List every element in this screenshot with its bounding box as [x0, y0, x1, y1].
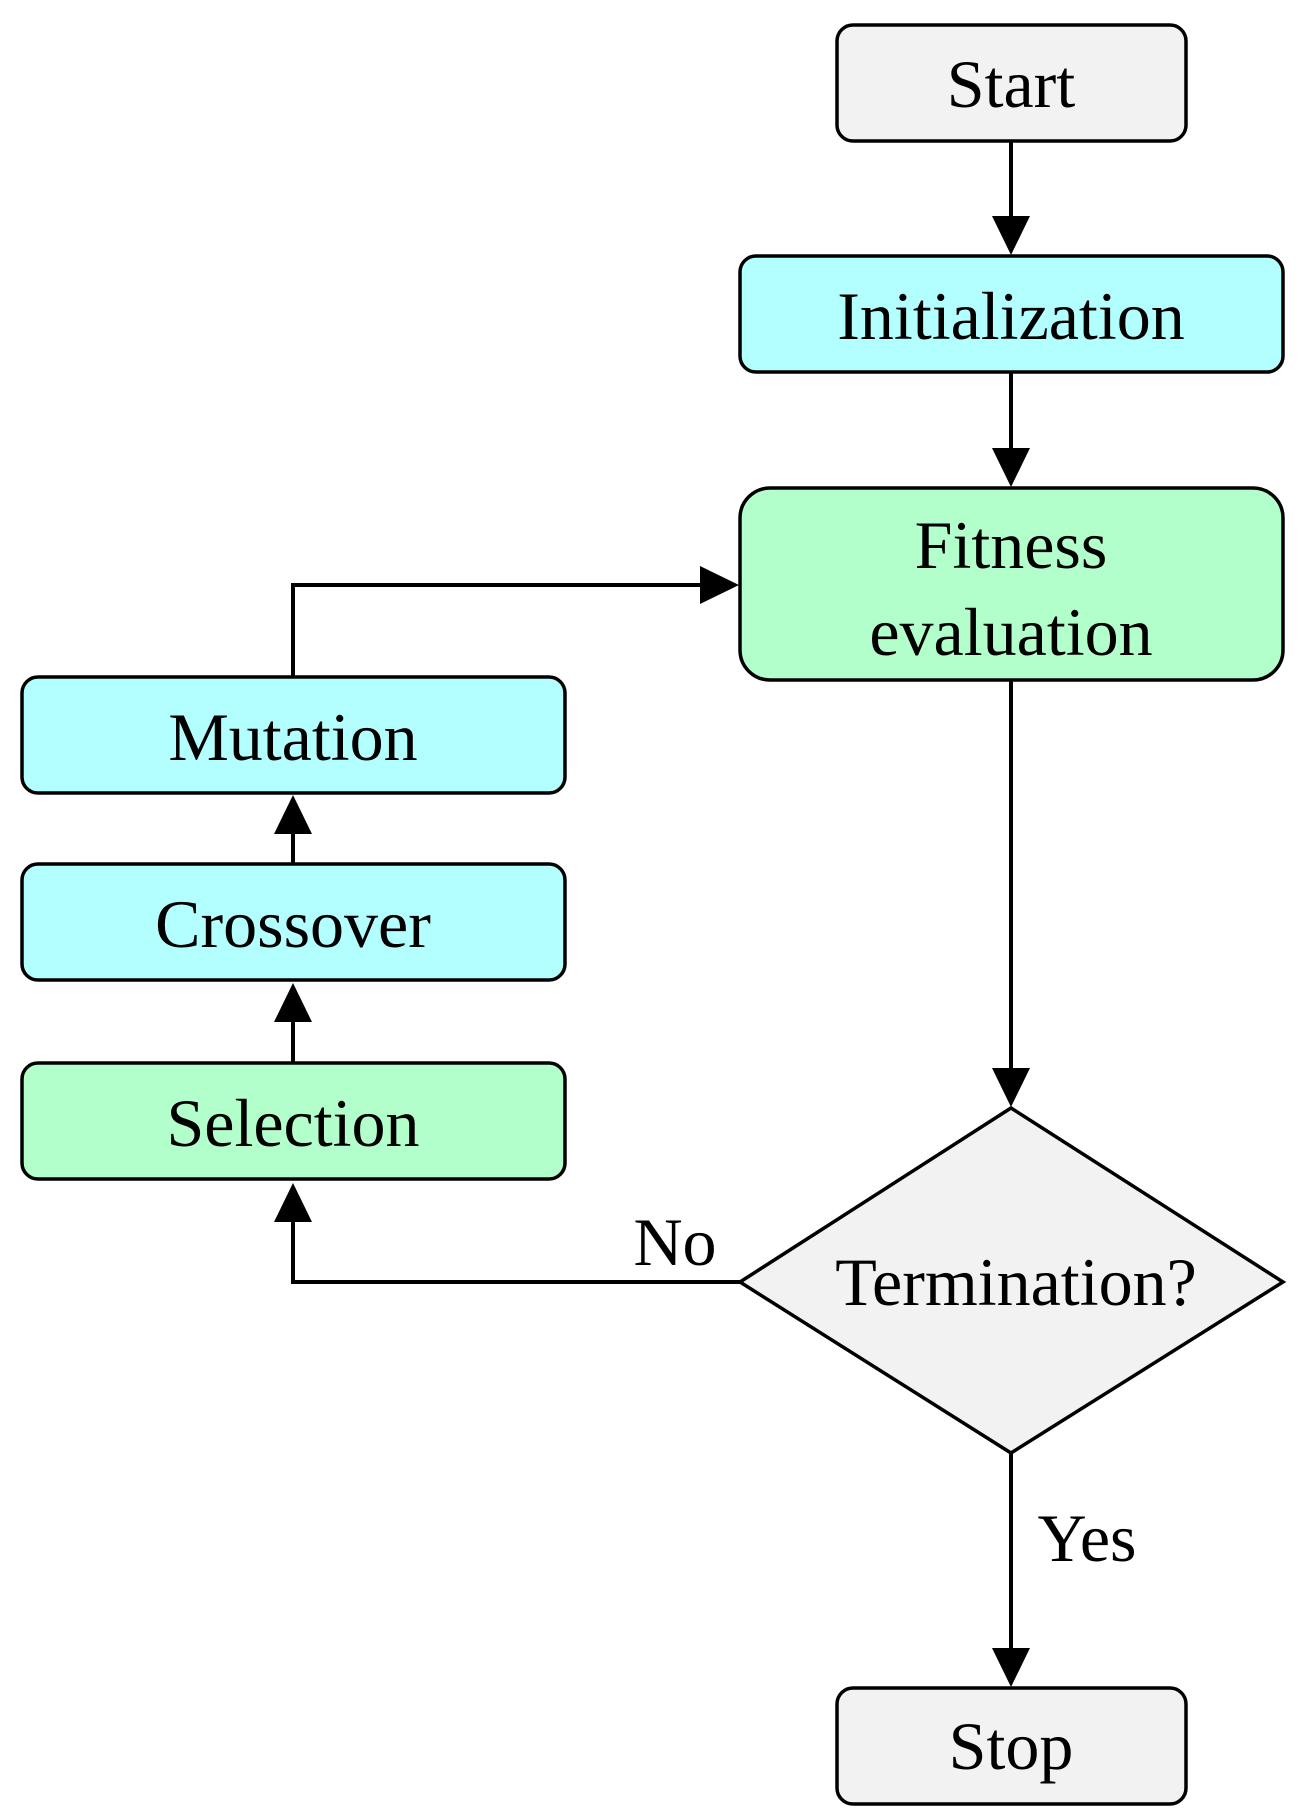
fitness-label-line2: evaluation — [869, 594, 1152, 670]
arrow-head-termination — [992, 1068, 1030, 1107]
edge-label-no: No — [633, 1204, 716, 1280]
arrow-head-crossover — [274, 983, 312, 1022]
start-label: Start — [947, 46, 1076, 122]
node-stop: Stop — [835, 1686, 1188, 1806]
start-box — [835, 23, 1188, 143]
node-crossover: Crossover — [20, 862, 567, 982]
arrow-head-mutation — [274, 795, 312, 834]
arrow-head-initialization — [992, 216, 1030, 255]
crossover-label: Crossover — [155, 886, 431, 962]
fitness-evaluation-box — [738, 486, 1285, 682]
arrow-head-fitness-top — [992, 448, 1030, 487]
node-termination: Termination? — [736, 1105, 1287, 1456]
node-mutation: Mutation — [20, 675, 567, 795]
edge-termination-to-selection — [291, 1210, 740, 1284]
crossover-box — [20, 862, 567, 982]
selection-box — [20, 1061, 567, 1181]
arrow-head-selection — [274, 1183, 312, 1222]
stop-label: Stop — [949, 1708, 1074, 1784]
termination-label: Termination? — [835, 1244, 1197, 1320]
arrow-head-fitness-left — [700, 566, 739, 604]
edge-mutation-to-fitness — [291, 583, 712, 677]
stop-box — [835, 1686, 1188, 1806]
node-start: Start — [835, 23, 1188, 143]
termination-diamond — [736, 1105, 1287, 1456]
initialization-box — [738, 254, 1285, 374]
mutation-box — [20, 675, 567, 795]
initialization-label: Initialization — [837, 278, 1184, 354]
edge-label-yes: Yes — [1038, 1500, 1137, 1576]
edges — [274, 141, 1030, 1687]
selection-label: Selection — [166, 1085, 419, 1161]
mutation-label: Mutation — [168, 699, 417, 775]
arrow-head-stop — [992, 1648, 1030, 1687]
fitness-label-line1: Fitness — [915, 507, 1108, 583]
node-selection: Selection — [20, 1061, 567, 1181]
node-initialization: Initialization — [738, 254, 1285, 374]
node-fitness-evaluation: Fitness evaluation — [738, 486, 1285, 682]
